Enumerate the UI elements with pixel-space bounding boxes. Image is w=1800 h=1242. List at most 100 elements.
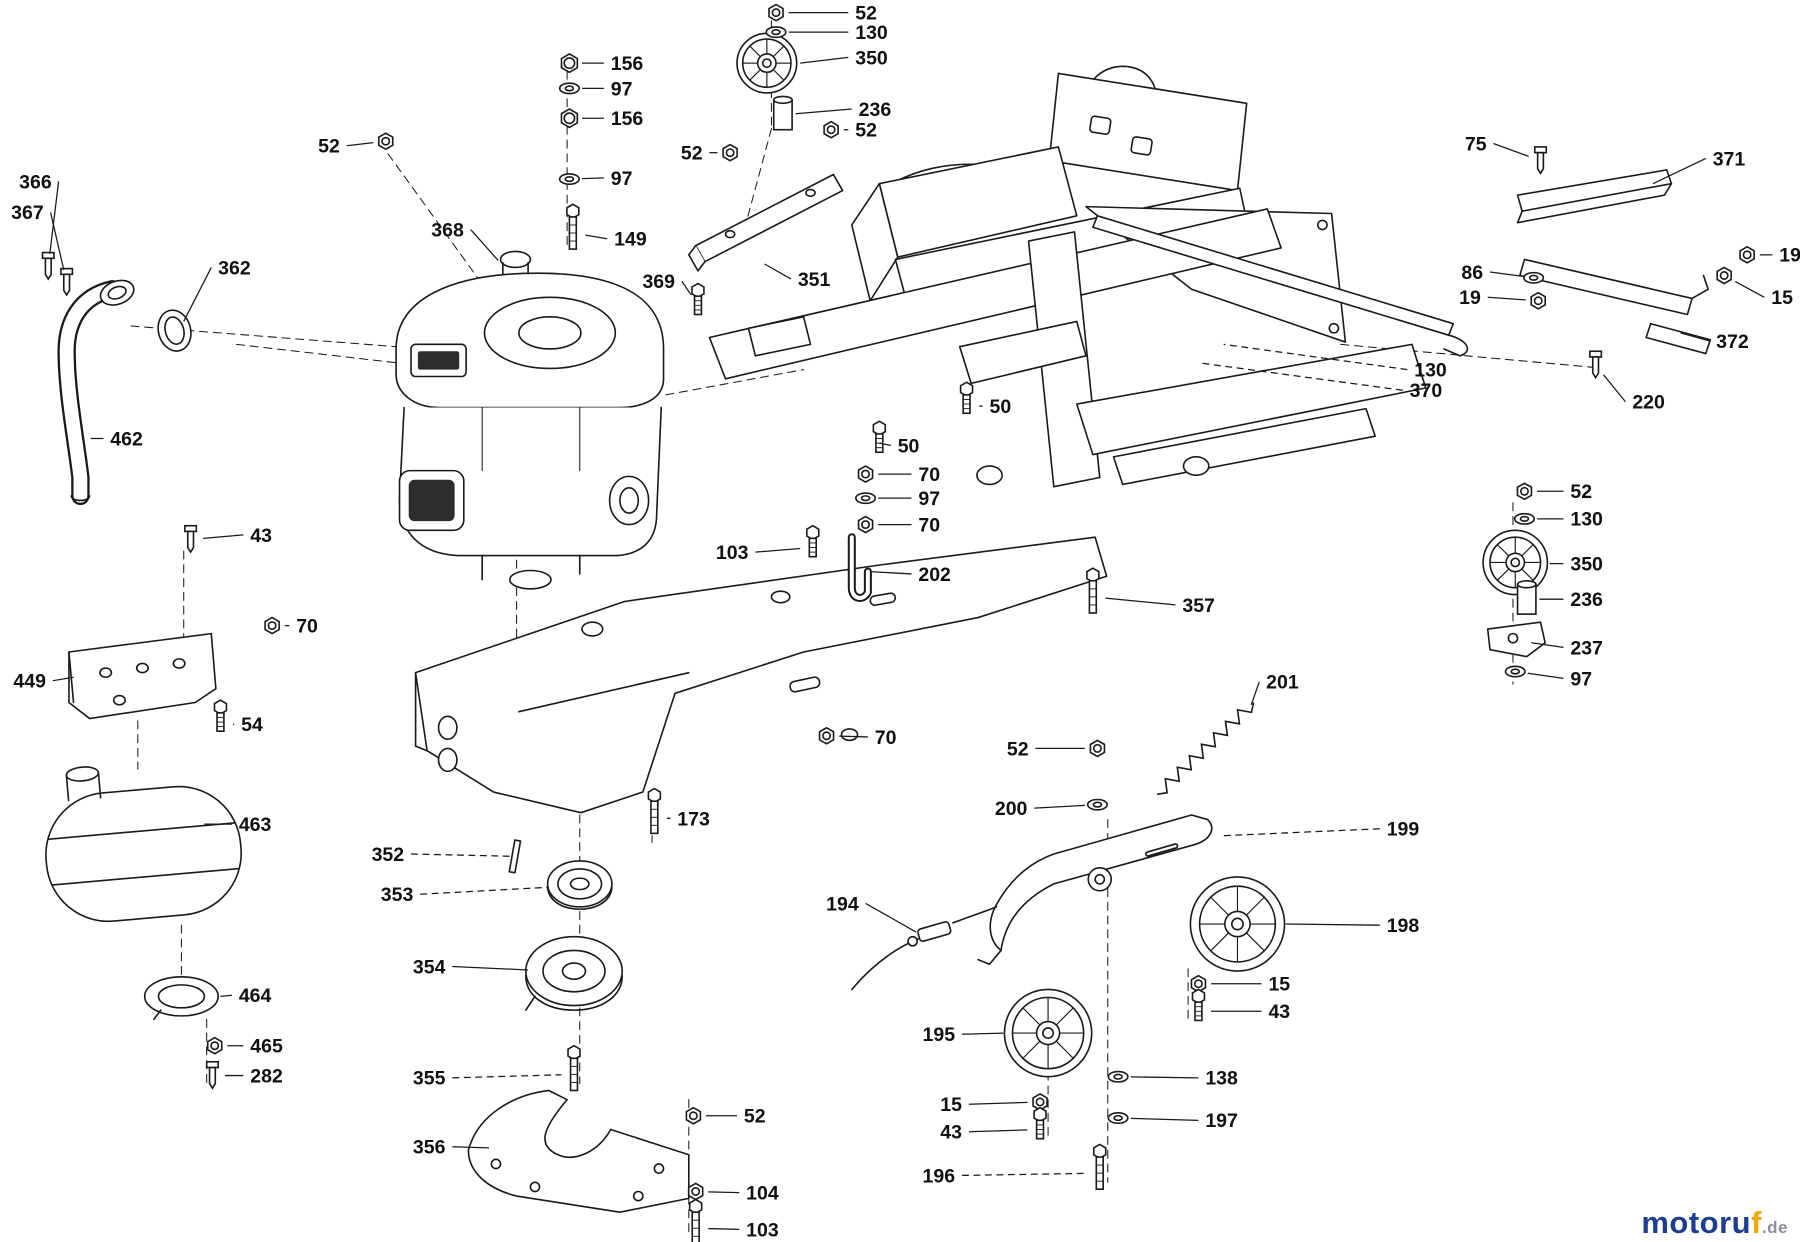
part-number-label: 366: [19, 171, 52, 193]
part-number-label: 201: [1266, 672, 1299, 694]
leader-line: [1603, 374, 1626, 403]
leader-line: [49, 212, 65, 271]
bracket-237: [1486, 621, 1546, 658]
part-number-label: 50: [990, 396, 1012, 418]
leader-line: [420, 886, 549, 895]
leader-line: [346, 142, 374, 147]
leader-line: [961, 1172, 1088, 1177]
part-number-label: 97: [918, 488, 940, 510]
leader-line: [1493, 142, 1529, 157]
leader-line: [1652, 157, 1707, 185]
exhaust-clamp: [157, 309, 192, 352]
pulley-353: [546, 860, 613, 910]
callout-layer: 5213035023652521569715652971493683663673…: [11, 3, 1800, 1242]
chassis-plate: [414, 536, 1108, 814]
leader-line: [1487, 296, 1526, 301]
part-number-label: 199: [1387, 819, 1420, 841]
leader-line: [961, 1032, 1004, 1035]
part-number-label: 464: [239, 985, 272, 1007]
logo-text-main: motoru: [1641, 1205, 1752, 1240]
part-number-label: 367: [11, 202, 44, 224]
leader-line: [764, 263, 792, 280]
part-number-label: 52: [318, 136, 340, 158]
part-number-label: 149: [614, 229, 647, 251]
part-number-label: 350: [1570, 553, 1603, 575]
part-number-label: 103: [716, 542, 749, 564]
part-number-label: 15: [940, 1094, 962, 1116]
part-number-label: 200: [995, 798, 1028, 820]
part-number-label: 197: [1205, 1110, 1238, 1132]
leader-line: [1250, 681, 1260, 706]
part-number-label: 97: [611, 78, 633, 100]
part-number-label: 50: [898, 435, 920, 457]
part-number-label: 130: [1570, 509, 1603, 531]
part-number-label: 138: [1205, 1068, 1238, 1090]
part-number-label: 103: [746, 1219, 779, 1241]
part-number-label: 70: [875, 727, 897, 749]
brace-strip-370: [1092, 214, 1469, 357]
leader-line: [681, 280, 692, 296]
clutch-354: [524, 935, 624, 1011]
motoruf-logo[interactable]: motoruf.de: [1641, 1207, 1788, 1238]
part-number-label: 354: [413, 956, 446, 978]
clutch-cable-194: [850, 906, 998, 991]
leader-line: [585, 234, 608, 240]
part-number-label: 104: [746, 1183, 779, 1205]
logo-text-suffix: .de: [1761, 1218, 1788, 1237]
part-number-label: 130: [855, 22, 888, 44]
leader-line: [452, 1146, 490, 1149]
leader-line: [978, 405, 983, 407]
part-number-label: 156: [611, 108, 644, 130]
leader-line: [220, 994, 232, 997]
bracket-372: [1519, 258, 1712, 355]
leader-line: [203, 534, 244, 540]
support-bracket-351: [687, 173, 844, 272]
leader-line: [1285, 923, 1380, 926]
part-number-label: 86: [1461, 262, 1483, 284]
part-number-label: 195: [923, 1024, 956, 1046]
part-number-label: 15: [1771, 287, 1793, 309]
leader-line: [1105, 597, 1176, 606]
part-number-label: 70: [296, 615, 318, 637]
leader-line: [1130, 1117, 1199, 1121]
part-number-label: 52: [744, 1106, 766, 1128]
part-number-label: 130: [1414, 360, 1447, 382]
part-number-label: 352: [372, 844, 405, 866]
part-number-label: 156: [611, 53, 644, 75]
pin-352: [508, 839, 522, 874]
part-number-label: 52: [855, 120, 877, 142]
part-number-label: 19: [1779, 245, 1800, 267]
part-number-label: 43: [940, 1122, 962, 1144]
part-number-label: 356: [413, 1137, 446, 1159]
leader-line: [1531, 642, 1564, 649]
leader-line: [183, 267, 212, 322]
leader-line: [49, 181, 60, 254]
part-number-label: 70: [918, 514, 940, 536]
leader-line: [879, 442, 891, 446]
part-number-label: 370: [1410, 380, 1443, 402]
frame-assembly: [708, 65, 1427, 488]
leader-line: [1130, 1076, 1199, 1079]
leader-line: [52, 676, 74, 682]
part-number-label: 350: [855, 47, 888, 69]
j-hook-202: [847, 533, 872, 602]
part-number-label: 196: [923, 1165, 956, 1187]
leader-line: [1223, 343, 1408, 371]
leader-line: [968, 1101, 1028, 1105]
part-number-label: 43: [250, 525, 272, 547]
part-number-label: 449: [13, 671, 46, 693]
part-number-label: 465: [250, 1036, 283, 1058]
bracket-371: [1516, 169, 1673, 224]
leader-line: [452, 965, 529, 971]
part-number-label: 52: [1570, 481, 1592, 503]
part-number-label: 75: [1465, 133, 1487, 155]
leader-line: [870, 571, 912, 575]
leader-line: [968, 1129, 1028, 1133]
exhaust-pipe: [57, 279, 135, 506]
leader-line: [410, 853, 515, 857]
part-number-label: 220: [1632, 392, 1665, 414]
leader-line: [795, 108, 852, 115]
part-number-label: 15: [1268, 974, 1290, 996]
leader-line: [865, 902, 917, 933]
